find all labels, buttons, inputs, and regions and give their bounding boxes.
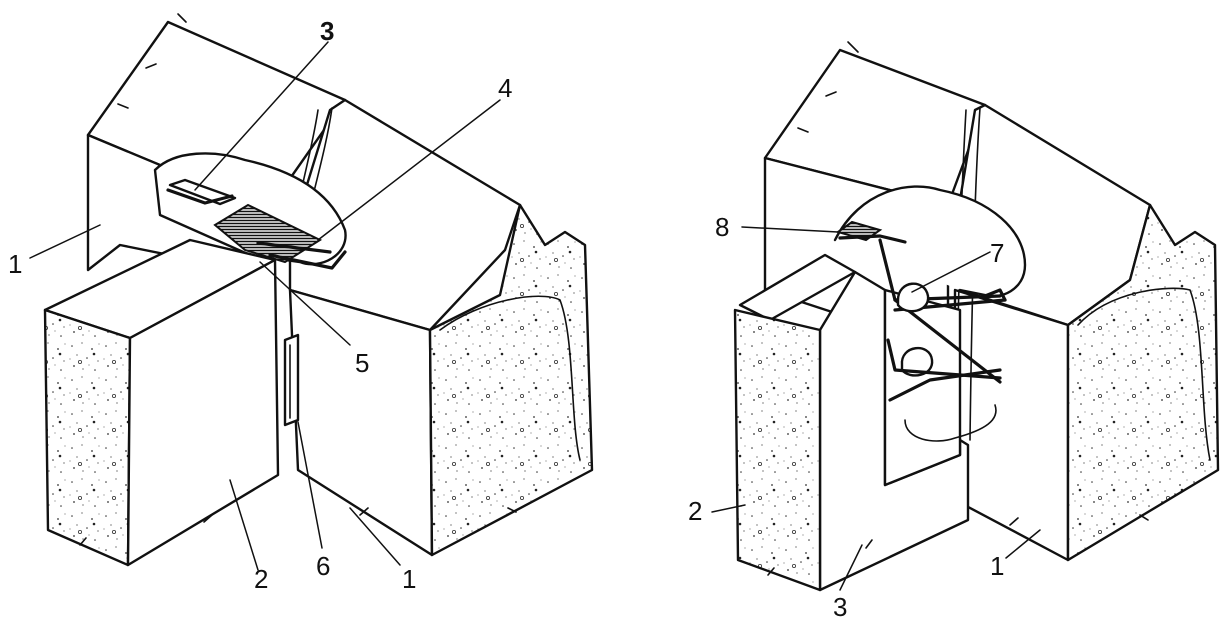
leader-left-2: [229, 479, 259, 571]
tie-end-hook: [983, 288, 1007, 302]
gasket-body: [283, 333, 300, 427]
label-plate-8: 8: [715, 212, 729, 242]
label-r-block-2: 2: [688, 496, 702, 526]
r-leader-2: [711, 504, 746, 513]
label-gasket-6: 6: [316, 551, 330, 581]
r-pocket-outline: [833, 185, 1027, 298]
right-panel-concrete-end: [428, 203, 594, 557]
r-right-panel-concrete-end: [1066, 203, 1220, 562]
gasket-strip: [283, 333, 300, 427]
label-ties-7: 7: [990, 238, 1004, 268]
r-leader-7: [911, 251, 991, 293]
left-front-block: [43, 238, 280, 567]
column-slot-back: [883, 288, 962, 487]
leader-left-6: [297, 421, 323, 549]
right-wall-panel: [288, 98, 594, 557]
left-block-front-face: [126, 258, 280, 567]
top-plate: [835, 220, 907, 244]
label-panel-1-left: 1: [8, 249, 22, 279]
r-right-panel-chip-outline: [1077, 287, 1211, 461]
clip-bar: [166, 188, 234, 205]
right-panel-break-mark: [359, 507, 369, 516]
label-clip-3: 3: [320, 16, 334, 46]
tie-bar-diag-1: [893, 298, 1002, 384]
loop-ties: [878, 238, 1007, 442]
label-column-3: 3: [833, 592, 847, 622]
left-panel-break-mark: [177, 13, 187, 23]
r-right-panel-break-mark: [1009, 517, 1019, 526]
r-leader-3: [839, 544, 863, 591]
r-leader-8: [741, 226, 839, 233]
r-right-panel-break-mark-2: [1139, 514, 1149, 521]
anchor-plate-bar: [268, 250, 347, 270]
leader-left-1b: [349, 507, 401, 566]
leader-left-3: [194, 41, 329, 191]
column-break-mark-2: [767, 567, 775, 576]
left-panel-break-mark-3: [117, 103, 129, 109]
leader-left-1: [29, 224, 101, 259]
plate-bar: [838, 234, 907, 244]
anchor-plate-bar-2: [256, 241, 332, 254]
leader-left-5: [259, 261, 351, 346]
right-figure: 8 7 2 3 1: [688, 41, 1220, 622]
label-insert-5: 5: [355, 348, 369, 378]
label-r-panel-1: 1: [990, 551, 1004, 581]
r-left-panel-break-mark-2: [825, 91, 837, 97]
r-left-panel-break-mark-3: [797, 127, 809, 133]
r-left-panel-break-mark: [847, 41, 859, 53]
column-break-mark: [865, 539, 873, 549]
r-right-wall-panel: [953, 103, 1220, 562]
r-leader-1: [1005, 529, 1041, 559]
column-concrete-face: [733, 308, 822, 592]
tie-loop-upper: [896, 282, 930, 313]
tie-bottom-loop: [904, 404, 997, 442]
right-panel-break-mark-2: [507, 507, 517, 513]
left-figure: 1 3 4 5 6 2 1: [8, 13, 594, 594]
leader-left-4: [317, 99, 501, 241]
column-block: [733, 253, 970, 592]
tie-loop-lower: [900, 346, 934, 377]
left-block-break-mark: [203, 514, 213, 523]
left-block-break-mark-2: [79, 537, 87, 546]
right-panel-chip-outline: [439, 295, 581, 461]
label-block-2: 2: [254, 564, 268, 594]
label-anchor-4: 4: [498, 73, 512, 103]
right-panel-front-face: [288, 288, 434, 557]
label-panel-1-right: 1: [402, 564, 416, 594]
tie-bar-lower-2: [888, 368, 1002, 402]
left-panel-break-mark-2: [145, 63, 157, 69]
left-block-concrete-face: [43, 308, 132, 567]
